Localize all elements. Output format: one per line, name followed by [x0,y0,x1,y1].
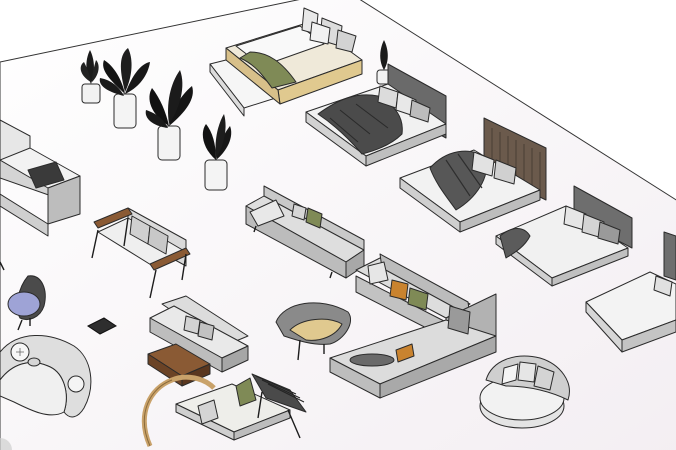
lounge-chair-lavender [0,261,46,331]
curved-sofa [0,335,92,418]
daybed-with-olive-throw [209,7,363,117]
wood-frame-armchair-sofa [91,207,191,299]
platform-bed-dark-headboard [305,63,447,167]
grey-three-seat-sofa [245,185,365,279]
small-rug-square [87,317,117,335]
corner-sectional-sofa [329,253,497,399]
low-bed-with-pillows [495,185,633,287]
round-daybed [479,355,570,429]
hanging-swing-seat [275,302,352,361]
corner-shade [0,438,12,450]
loveseat-with-side-table [147,295,249,387]
low-platform-bed [585,231,676,353]
swing-bench-with-arch-frame [141,373,307,448]
sofa-left-partial [0,119,81,237]
potted-plants [80,40,392,191]
bed-tall-tufted-headboard [399,117,547,233]
